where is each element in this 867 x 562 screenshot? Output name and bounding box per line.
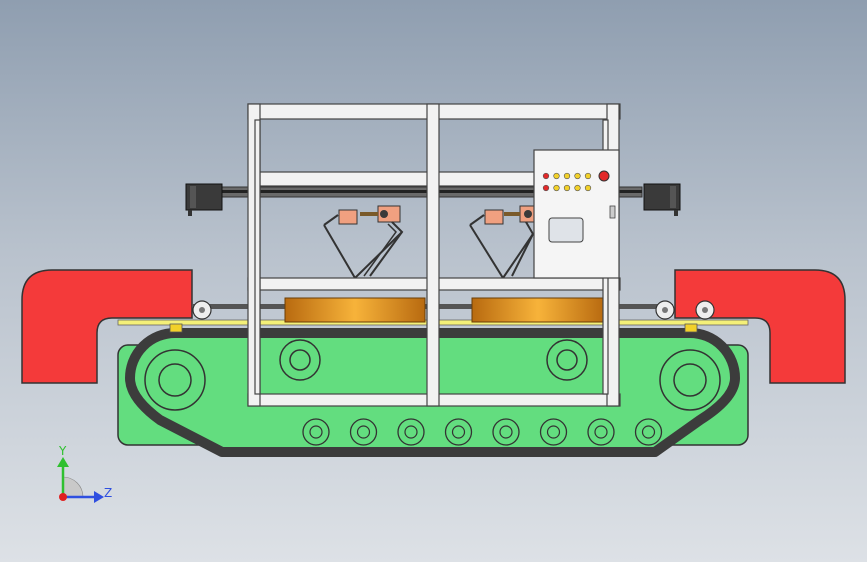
drive-sprocket-right [659, 349, 721, 411]
delta-robot-right [469, 205, 537, 280]
rotary-table-left [284, 297, 426, 323]
idler-pulley-left [192, 300, 212, 320]
rotary-table-right [471, 297, 605, 323]
fender-left [21, 269, 193, 384]
cabinet-display-window [548, 217, 584, 243]
y-axis-arrow [57, 457, 69, 467]
cabinet-door-handle [609, 205, 616, 219]
idler-pulley-right [655, 300, 675, 320]
indicator-light [584, 184, 592, 192]
cabinet-indicator-lights [542, 172, 592, 192]
road-wheel [492, 418, 520, 446]
road-wheel [539, 418, 568, 446]
drive-sprocket-left [144, 349, 206, 411]
z-axis-label: Z [104, 486, 112, 500]
indicator-light [574, 184, 581, 192]
road-wheel-set [302, 418, 663, 446]
indicator-light [542, 184, 550, 192]
frame-post-inner-left [254, 119, 261, 395]
indicator-light [542, 172, 550, 180]
road-wheel [302, 418, 330, 446]
x-axis-origin [59, 493, 67, 501]
indicator-light [553, 172, 560, 180]
z-axis-arrow [94, 491, 104, 503]
emergency-stop-button [598, 170, 610, 182]
axis-triad: Y Z [57, 444, 112, 503]
support-roller-right [546, 339, 588, 381]
idler-pulley-right-outer [695, 300, 715, 320]
delta-robot-left [323, 205, 404, 280]
indicator-light [563, 172, 571, 180]
stepper-motor-right [643, 183, 681, 216]
stepper-motor-left [185, 183, 223, 216]
road-wheel [349, 418, 378, 446]
indicator-light [584, 172, 592, 180]
triad-quadrant [62, 476, 84, 498]
support-roller-left [279, 339, 321, 381]
indicator-light [553, 184, 560, 192]
y-axis-label: Y [58, 444, 67, 458]
road-wheel [444, 418, 473, 446]
road-wheel [587, 418, 615, 446]
frame-upper-beam [254, 171, 556, 187]
road-wheel [397, 418, 425, 446]
road-wheel [634, 418, 663, 446]
frame-post-center [426, 103, 440, 407]
indicator-light [563, 184, 571, 192]
indicator-light [574, 172, 581, 180]
fender-right [674, 269, 846, 384]
electrical-cabinet [533, 149, 620, 279]
